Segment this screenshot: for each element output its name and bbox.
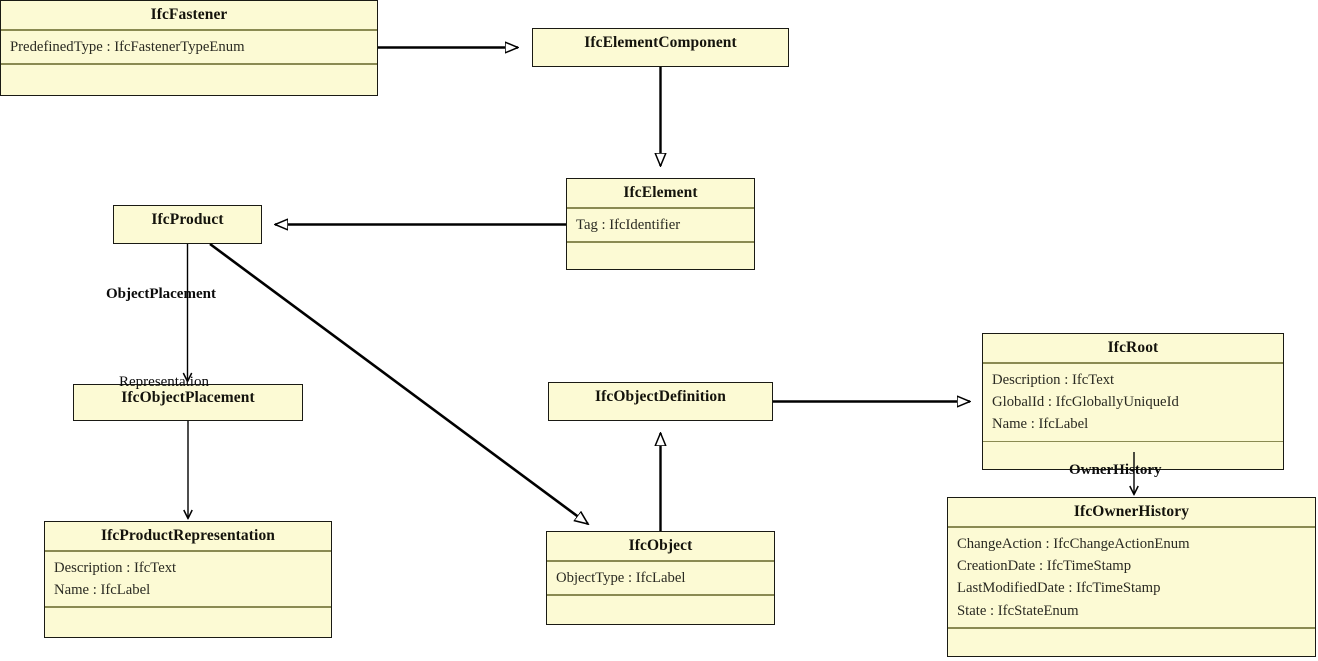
uml-class-ifcelement[interactable]: IfcElement Tag : IfcIdentifier <box>566 178 755 270</box>
uml-class-ifcfastener[interactable]: IfcFastener PredefinedType : IfcFastener… <box>0 0 378 96</box>
attribute-row: Name : IfcLabel <box>54 581 151 598</box>
compartment-separator <box>1 29 377 31</box>
uml-class-ifcproductrepresentation[interactable]: IfcProductRepresentation Description : I… <box>44 521 332 638</box>
class-operations-compartment <box>45 608 331 627</box>
class-title-ifcelementcomponent: IfcElementComponent <box>584 34 737 51</box>
attribute-row: CreationDate : IfcTimeStamp <box>957 557 1132 574</box>
edge-label-ownerhistory: OwnerHistory <box>1069 462 1162 478</box>
compartment-separator <box>983 440 1283 443</box>
class-operations-compartment <box>547 596 774 615</box>
class-attributes-ifcproductrepresentation: Description : IfcText Name : IfcLabel <box>45 552 331 607</box>
uml-class-ifcelementcomponent[interactable]: IfcElementComponent <box>532 28 789 67</box>
class-operations-compartment <box>948 629 1315 648</box>
uml-class-ifcproduct[interactable]: IfcProduct <box>113 205 262 244</box>
attribute-row: Description : IfcText <box>54 559 177 576</box>
compartment-separator <box>567 240 754 243</box>
compartment-separator <box>45 550 331 552</box>
class-operations-compartment <box>1 65 377 84</box>
compartment-separator <box>567 207 754 209</box>
attribute-row: ChangeAction : IfcChangeActionEnum <box>957 535 1190 552</box>
uml-class-ifcownerhistory[interactable]: IfcOwnerHistory ChangeAction : IfcChange… <box>947 497 1316 657</box>
class-attributes-ifcobject: ObjectType : IfcLabel <box>547 562 774 594</box>
attribute-row: LastModifiedDate : IfcTimeStamp <box>957 580 1161 597</box>
uml-class-ifcobjectdefinition[interactable]: IfcObjectDefinition <box>548 382 773 421</box>
attribute-row: PredefinedType : IfcFastenerTypeEnum <box>10 38 245 55</box>
attribute-row: Tag : IfcIdentifier <box>576 216 681 233</box>
attribute-row: ObjectType : IfcLabel <box>556 569 686 586</box>
compartment-separator <box>547 593 774 596</box>
class-title-ifcobjectdefinition: IfcObjectDefinition <box>594 388 727 405</box>
compartment-separator <box>948 626 1315 629</box>
class-operations-compartment <box>983 442 1283 461</box>
class-attributes-ifcfastener: PredefinedType : IfcFastenerTypeEnum <box>1 31 377 63</box>
compartment-separator <box>1 62 377 65</box>
class-operations-compartment <box>567 243 754 262</box>
class-title-ifcproduct: IfcProduct <box>151 211 224 228</box>
class-title-ifcroot: IfcRoot <box>1107 339 1159 356</box>
uml-class-ifcobject[interactable]: IfcObject ObjectType : IfcLabel <box>546 531 775 625</box>
compartment-separator <box>948 526 1315 528</box>
edge-label-representation: Representation <box>119 374 209 390</box>
class-title-ifcfastener: IfcFastener <box>150 6 228 23</box>
class-title-ifcownerhistory: IfcOwnerHistory <box>1073 503 1190 520</box>
class-title-ifcelement: IfcElement <box>623 184 698 201</box>
compartment-separator <box>45 606 331 608</box>
class-title-ifcproductrepresentation: IfcProductRepresentation <box>100 527 276 544</box>
edge-label-objectplacement: ObjectPlacement <box>106 286 216 302</box>
attribute-row: Name : IfcLabel <box>992 416 1089 433</box>
compartment-separator <box>983 362 1283 364</box>
class-attributes-ifcroot: Description : IfcText GlobalId : IfcGlob… <box>983 364 1283 441</box>
compartment-separator <box>547 560 774 562</box>
uml-class-ifcroot[interactable]: IfcRoot Description : IfcText GlobalId :… <box>982 333 1284 470</box>
attribute-row: State : IfcStateEnum <box>957 602 1079 619</box>
attribute-row: GlobalId : IfcGloballyUniqueId <box>992 393 1179 410</box>
class-attributes-ifcownerhistory: ChangeAction : IfcChangeActionEnum Creat… <box>948 528 1315 627</box>
attribute-row: Description : IfcText <box>992 371 1115 388</box>
class-attributes-ifcelement: Tag : IfcIdentifier <box>567 209 754 241</box>
class-title-ifcobject: IfcObject <box>628 537 693 554</box>
